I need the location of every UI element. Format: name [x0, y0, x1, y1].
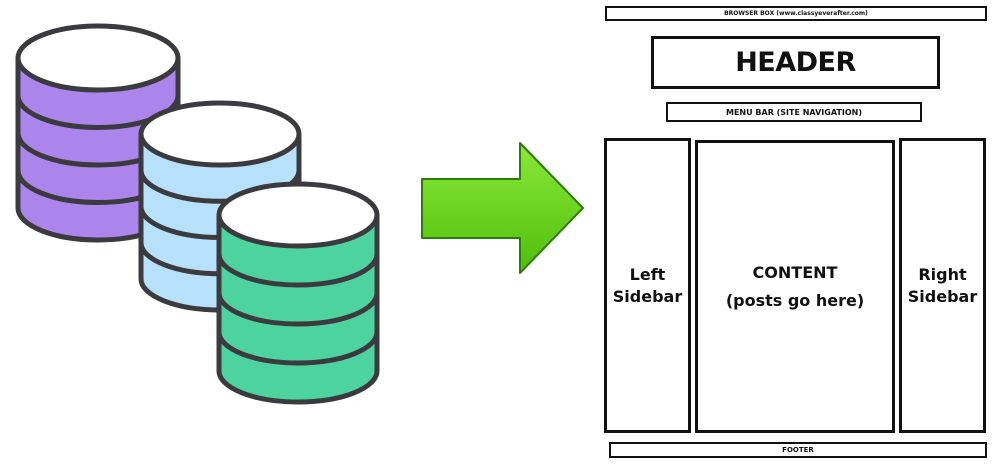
right-sidebar-box: Right Sidebar — [899, 138, 986, 433]
browser-box: BROWSER BOX (www.classyeverafter.com) — [605, 6, 987, 21]
database-stack-icon — [15, 23, 380, 405]
footer-box: FOOTER — [609, 442, 987, 458]
left-sidebar-label-line2: Sidebar — [612, 286, 683, 306]
right-arrow-icon — [421, 142, 584, 274]
content-box: CONTENT (posts go here) — [695, 140, 895, 433]
database-green-icon — [216, 181, 380, 405]
content-sublabel: (posts go here) — [725, 290, 865, 310]
menu-bar-box: MENU BAR (SITE NAVIGATION) — [666, 102, 922, 122]
header-box: HEADER — [651, 36, 940, 89]
right-sidebar-label-line2: Sidebar — [907, 286, 978, 306]
left-sidebar-box: Left Sidebar — [604, 138, 691, 433]
content-label: CONTENT — [752, 262, 838, 282]
right-sidebar-label-line1: Right — [918, 264, 967, 284]
left-sidebar-label-line1: Left — [629, 264, 666, 284]
